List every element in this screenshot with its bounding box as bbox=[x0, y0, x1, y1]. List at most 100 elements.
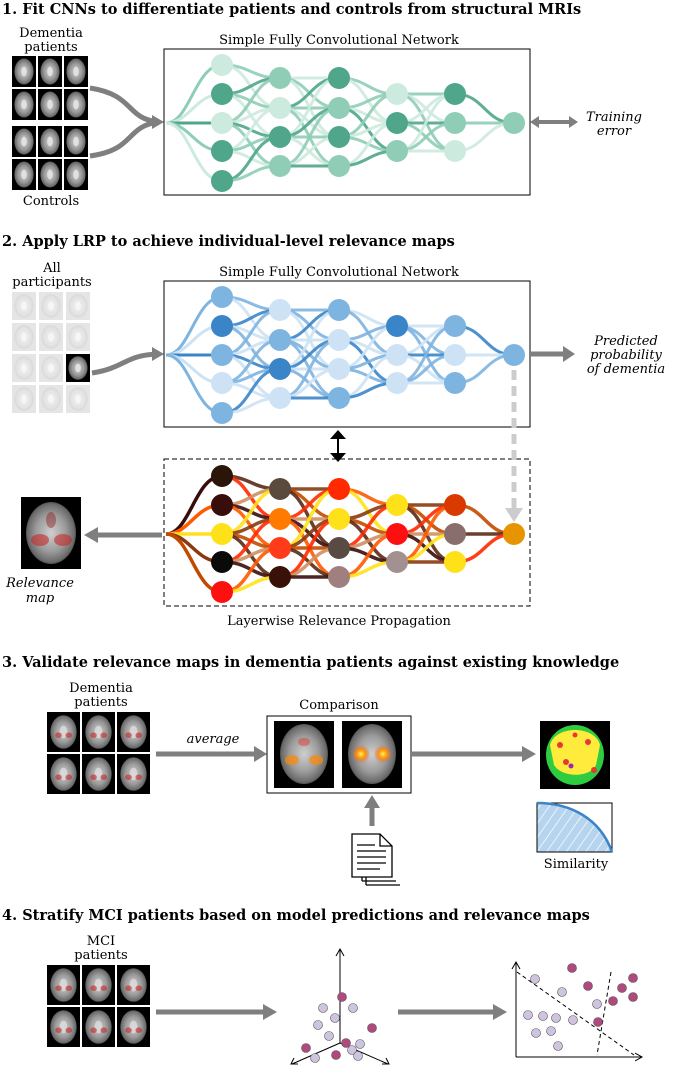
network-node bbox=[444, 112, 466, 134]
network-node bbox=[444, 83, 466, 105]
network-node bbox=[269, 67, 291, 89]
network-node bbox=[328, 358, 350, 380]
mri-thumbnail bbox=[47, 712, 80, 752]
mri-thumbnail bbox=[66, 292, 90, 320]
clustering-arrowhead bbox=[493, 1004, 507, 1020]
network-node bbox=[269, 358, 291, 380]
network-node bbox=[444, 551, 466, 573]
mri-thumbnail bbox=[12, 323, 36, 351]
relevance-map-image bbox=[21, 497, 81, 569]
network-node bbox=[444, 523, 466, 545]
s3-dementia-line2: patients bbox=[74, 695, 127, 710]
network-title-1: Simple Fully Convolutional Network bbox=[219, 33, 459, 48]
network-node bbox=[328, 566, 350, 588]
mri-thumbnail bbox=[47, 965, 80, 1005]
mri-thumbnail bbox=[39, 354, 63, 382]
mri-thumbnail bbox=[64, 56, 88, 87]
network-node bbox=[269, 566, 291, 588]
network-node bbox=[328, 97, 350, 119]
mri-thumbnail bbox=[12, 385, 36, 413]
network-node bbox=[211, 170, 233, 192]
dementia-label-line2: patients bbox=[24, 40, 77, 55]
network-node bbox=[269, 537, 291, 559]
network-node bbox=[386, 372, 408, 394]
network-node bbox=[386, 315, 408, 337]
mri-thumbnail bbox=[64, 89, 88, 120]
mri-thumbnail bbox=[66, 354, 90, 382]
input-arrowhead bbox=[152, 115, 164, 129]
predicted-probability-line2: probability bbox=[590, 348, 662, 363]
network-node bbox=[444, 372, 466, 394]
network-node bbox=[444, 315, 466, 337]
network-node bbox=[386, 344, 408, 366]
network-node bbox=[386, 83, 408, 105]
s3-dementia-line1: Dementia bbox=[69, 681, 133, 696]
mri-thumbnail bbox=[64, 159, 88, 190]
network-node bbox=[386, 112, 408, 134]
clustering-2d-plot bbox=[511, 960, 644, 1062]
lrp-network bbox=[165, 465, 525, 603]
double-arrow-down bbox=[330, 453, 346, 462]
training-error-line1: Training bbox=[586, 110, 642, 125]
network-node bbox=[328, 508, 350, 530]
predicted-probability-line1: Predicted bbox=[593, 334, 658, 349]
mri-thumbnail bbox=[47, 1007, 80, 1047]
section-2-title: 2. Apply LRP to achieve individual-level… bbox=[2, 233, 455, 250]
average-relevance-image bbox=[274, 721, 334, 788]
relevance-map-line2: map bbox=[26, 591, 55, 606]
network-node bbox=[211, 402, 233, 424]
relevance-backprop-arrowhead bbox=[505, 508, 523, 522]
network-node bbox=[211, 83, 233, 105]
mri-thumbnail bbox=[38, 56, 62, 87]
network-node bbox=[269, 97, 291, 119]
network-node bbox=[269, 387, 291, 409]
mri-thumbnail bbox=[82, 754, 115, 794]
all-participants-line1: All bbox=[42, 261, 61, 276]
similarity-arrowhead bbox=[522, 746, 536, 762]
dementia-input-arrow bbox=[89, 85, 159, 125]
cnn-network-1 bbox=[165, 54, 525, 192]
mri-thumbnail bbox=[38, 159, 62, 190]
network-node bbox=[328, 478, 350, 500]
all-participants-line2: participants bbox=[12, 275, 91, 290]
network-node bbox=[269, 126, 291, 148]
embedding-3d-plot bbox=[290, 947, 390, 1065]
similarity-label: Similarity bbox=[544, 857, 609, 872]
prediction-arrowhead bbox=[563, 346, 575, 362]
mri-thumbnail bbox=[117, 965, 150, 1005]
double-arrow-up bbox=[330, 430, 346, 439]
network-node bbox=[211, 286, 233, 308]
network-node bbox=[386, 551, 408, 573]
mri-thumbnail bbox=[38, 126, 62, 157]
network-node bbox=[269, 508, 291, 530]
mri-thumbnail bbox=[39, 292, 63, 320]
section-3-title: 3. Validate relevance maps in dementia p… bbox=[2, 654, 619, 671]
network-node bbox=[211, 523, 233, 545]
network-node bbox=[503, 523, 525, 545]
document-icon bbox=[351, 833, 400, 886]
all-participants-mri-grid bbox=[12, 292, 90, 413]
network-node bbox=[503, 344, 525, 366]
network-node bbox=[211, 344, 233, 366]
section-1-title: 1. Fit CNNs to differentiate patients an… bbox=[2, 1, 581, 18]
participants-input-arrow bbox=[91, 351, 159, 376]
comparison-label: Comparison bbox=[299, 698, 379, 713]
cnn-network-2 bbox=[165, 286, 525, 424]
network-node bbox=[386, 140, 408, 162]
network-node bbox=[269, 478, 291, 500]
network-node bbox=[386, 494, 408, 516]
controls-input-arrow bbox=[89, 119, 159, 159]
mri-thumbnail bbox=[12, 354, 36, 382]
network-node bbox=[211, 112, 233, 134]
mci-label-line1: MCI bbox=[87, 934, 115, 949]
mri-thumbnail bbox=[12, 126, 36, 157]
mri-thumbnail bbox=[39, 323, 63, 351]
network-node bbox=[269, 155, 291, 177]
network-node bbox=[328, 329, 350, 351]
mri-thumbnail bbox=[117, 754, 150, 794]
reference-atrophy-image bbox=[342, 721, 402, 788]
training-error-line2: error bbox=[597, 124, 632, 139]
network-node bbox=[211, 551, 233, 573]
network-node bbox=[503, 112, 525, 134]
